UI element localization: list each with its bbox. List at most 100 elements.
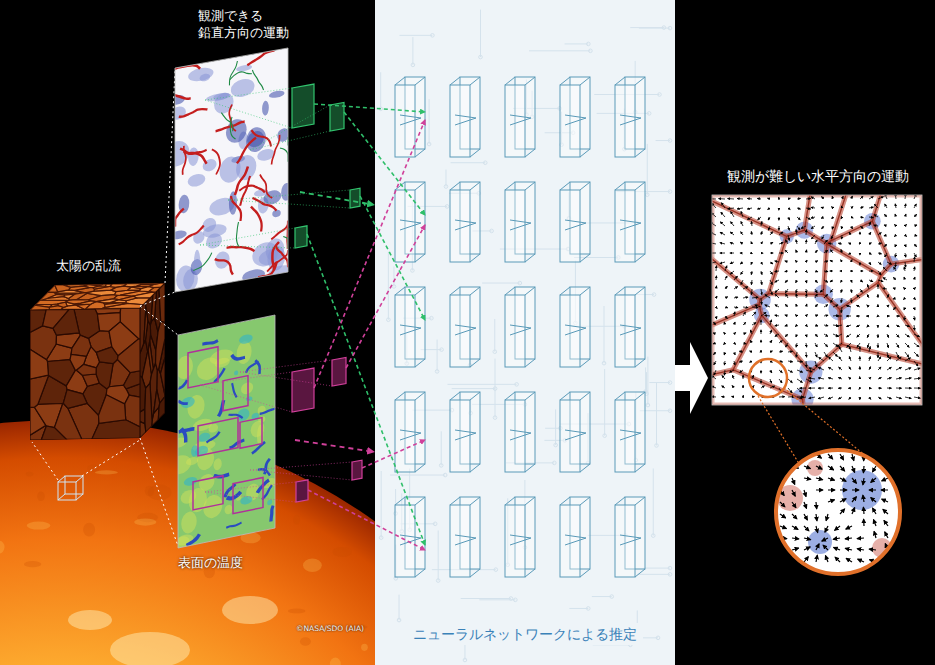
downflow-blob: [213, 92, 229, 101]
granule-cell: [101, 303, 145, 309]
downflow-blob: [200, 73, 211, 82]
upflow-line: [180, 144, 207, 156]
lane-band: [712, 201, 787, 299]
downflow-blob: [808, 530, 832, 554]
granule-cell: [54, 302, 71, 307]
downflow-blob: [231, 77, 255, 99]
cold-lane: [230, 440, 245, 448]
granule-cell: [96, 362, 113, 390]
downflow-blob: [188, 147, 199, 167]
sun-texture: [293, 515, 300, 524]
granule-cell: [123, 283, 142, 287]
small-cube: [58, 476, 83, 500]
sun-texture: [27, 521, 51, 529]
cold-lane: [178, 380, 187, 388]
upflow-line: [237, 138, 256, 164]
granule-cell: [30, 305, 54, 310]
downflow-blob: [202, 217, 216, 233]
sun-texture: [24, 561, 41, 567]
downflow-blob: [262, 100, 269, 116]
patch-flow: [362, 440, 425, 468]
granule-cell: [40, 292, 59, 300]
cube-face: [140, 283, 165, 438]
sun-texture: [87, 465, 99, 472]
downflow-blob: [236, 153, 256, 181]
downflow-blob: [175, 105, 186, 121]
contour-line: [236, 222, 238, 247]
granule-cell: [99, 394, 126, 423]
warm-patch: [213, 458, 221, 472]
patch-flow: [360, 196, 425, 320]
connector-arrow: [675, 365, 690, 391]
granule-cell: [102, 303, 128, 308]
patch-flow: [346, 225, 425, 368]
contour-line: [283, 236, 288, 248]
sun-texture: [361, 644, 368, 651]
downflow-blob: [188, 66, 213, 83]
sun-texture: [288, 608, 305, 613]
patch-guide: [250, 105, 330, 150]
credit-note: ©NASA/SDO (AIA): [296, 624, 364, 633]
contour-line: [193, 253, 212, 271]
granule-cell: [118, 296, 139, 301]
node-label: ニューラルネットワークによる推定: [407, 623, 643, 645]
cold-lane: [271, 506, 273, 522]
downflow-blob: [188, 173, 206, 188]
cold-lane: [202, 340, 218, 344]
lane-line: [712, 370, 803, 405]
sample-window: [188, 347, 218, 388]
upflow-line: [179, 226, 204, 245]
network-ground: [375, 0, 675, 665]
granule-cell: [61, 294, 75, 298]
granule-cell: [41, 426, 66, 440]
granule-cell: [158, 397, 165, 420]
granule-cell: [88, 284, 103, 286]
contour-line: [229, 61, 237, 85]
input-patch: [352, 460, 362, 480]
warm-patch: [186, 456, 198, 466]
upflow-line: [272, 135, 280, 165]
lane-line: [712, 195, 810, 236]
upflow-line: [251, 127, 271, 150]
input-patch: [295, 226, 307, 248]
network-panel: ニューラルネットワークによる推定: [375, 0, 675, 665]
upflow-line: [179, 108, 208, 117]
warm-patch: [178, 354, 193, 380]
sun-group: [0, 420, 375, 665]
patch-guide: [240, 360, 332, 386]
sun-texture: [37, 491, 45, 501]
image-frame: [175, 48, 288, 292]
input-patch: [296, 480, 308, 502]
circuit-pattern: [379, 10, 672, 662]
warm-patch: [181, 489, 197, 506]
upflow-line: [175, 64, 200, 74]
upflow-line: [260, 172, 272, 200]
patch-flow: [314, 120, 425, 388]
cold-lane: [225, 484, 236, 497]
granule-cell: [161, 357, 165, 400]
warm-patch: [199, 473, 215, 493]
cold-lane: [232, 382, 237, 398]
lane-line: [712, 259, 760, 325]
downflow-blob: [206, 92, 231, 103]
sample-window: [198, 418, 238, 456]
cool-patch: [267, 499, 272, 505]
velocity-arrows: [712, 195, 920, 400]
upflow-line: [271, 221, 288, 240]
image-frame: [712, 195, 922, 405]
upflow-line: [227, 243, 255, 256]
patch-guide: [200, 228, 295, 248]
downflow-blob: [206, 232, 222, 250]
patch-guide: [228, 190, 350, 208]
warm-patch: [225, 504, 233, 515]
upflow-line: [240, 176, 250, 206]
image-panel: 観測できる 鉛直方向の運動: [170, 4, 300, 292]
granule-cell: [145, 381, 152, 433]
horizontal-flow-map: [712, 195, 922, 405]
patch-flow: [344, 112, 425, 215]
image-frame: [178, 315, 275, 548]
contour-line: [230, 116, 235, 140]
granule-cell: [76, 364, 96, 375]
